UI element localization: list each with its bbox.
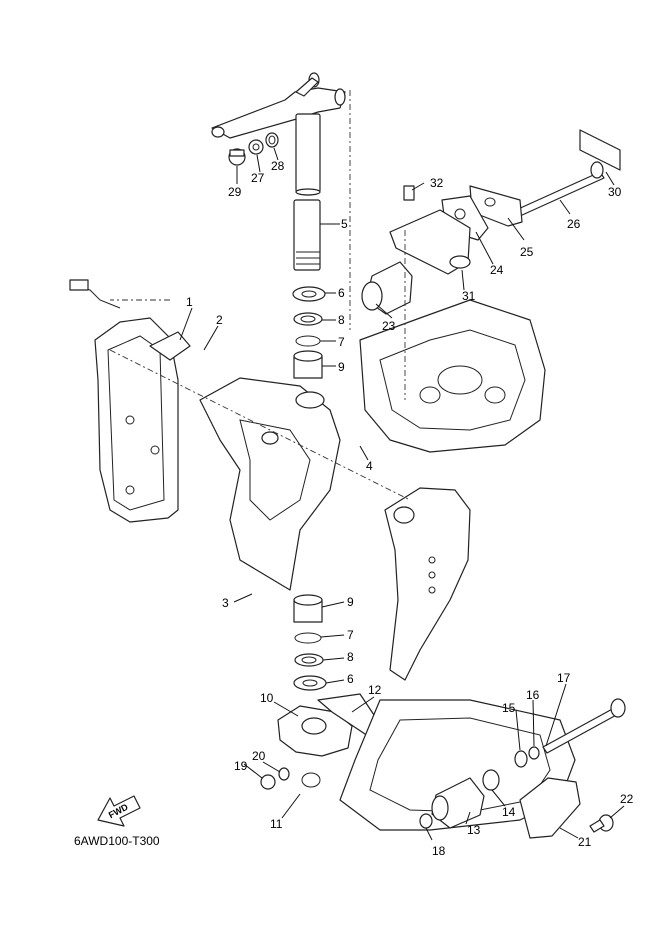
callout-6: 6	[338, 286, 345, 300]
upper-casing	[359, 299, 546, 453]
callout-8: 8	[338, 313, 345, 327]
callout-22: 22	[620, 792, 634, 806]
callout-21: 21	[578, 835, 592, 849]
mount-and-damper	[361, 185, 471, 315]
callout-13: 13	[467, 823, 481, 837]
callout-31: 31	[462, 289, 476, 303]
bolt-bracket-assembly	[441, 129, 621, 241]
callout-25: 25	[520, 245, 534, 259]
callout-8-lower: 8	[347, 650, 354, 664]
callout-17: 17	[557, 671, 571, 685]
callout-30: 30	[608, 185, 622, 199]
callout-2: 2	[216, 313, 223, 327]
steering-shaft	[293, 113, 321, 271]
callout-27: 27	[251, 171, 265, 185]
callout-5: 5	[341, 217, 348, 231]
callout-32: 32	[430, 176, 444, 190]
callout-9-lower: 9	[347, 595, 354, 609]
fwd-arrow	[97, 795, 141, 827]
callout-20: 20	[252, 749, 266, 763]
callout-29: 29	[228, 185, 242, 199]
callout-11: 11	[270, 817, 283, 831]
callout-7: 7	[338, 335, 345, 349]
callout-23: 23	[382, 319, 396, 333]
callout-15: 15	[502, 701, 516, 715]
small-fasteners-top	[228, 132, 279, 166]
lower-bushings	[293, 594, 327, 691]
callout-18: 18	[432, 844, 446, 858]
callout-1: 1	[186, 295, 193, 309]
clamp-bracket-left	[69, 279, 191, 523]
callout-24: 24	[490, 263, 504, 277]
callout-26: 26	[567, 217, 581, 231]
callout-6-lower: 6	[347, 672, 354, 686]
callout-4: 4	[366, 459, 373, 473]
clamp-bracket-right	[384, 487, 471, 681]
callout-9: 9	[338, 360, 345, 374]
callout-7-lower: 7	[347, 628, 354, 642]
callout-10: 10	[260, 691, 274, 705]
steering-arm	[211, 72, 346, 139]
callout-3: 3	[222, 596, 229, 610]
callout-12: 12	[368, 683, 382, 697]
lower-damper-group	[419, 769, 500, 829]
lower-casing	[339, 699, 576, 831]
callout-16: 16	[526, 688, 540, 702]
callout-14: 14	[502, 805, 516, 819]
diagram-code: 6AWD100-T300	[74, 834, 160, 848]
callout-28: 28	[271, 159, 285, 173]
callout-19: 19	[234, 759, 248, 773]
lower-bolt-assembly	[514, 698, 626, 839]
upper-bushings	[292, 286, 326, 379]
leader-lines	[179, 147, 625, 841]
swivel-bracket	[199, 377, 341, 591]
